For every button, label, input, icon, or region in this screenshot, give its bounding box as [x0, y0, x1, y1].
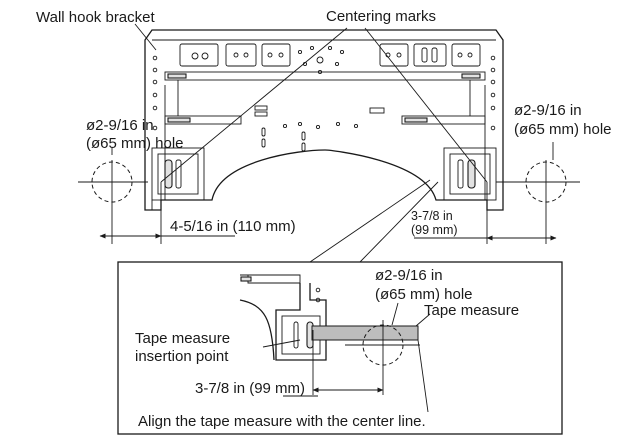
tape-measure-graphic	[311, 325, 419, 341]
label-tape-measure: Tape measure	[424, 302, 519, 319]
leader-wall-hook	[134, 23, 157, 51]
label-dimension-right-metric: (99 mm)	[411, 223, 458, 237]
leader-centering-left	[160, 27, 348, 183]
label-left-hole-metric: (ø65 mm) hole	[86, 135, 184, 152]
label-inset-dimension: 3-7/8 in (99 mm)	[195, 380, 305, 397]
label-inset-hole-size: ø2-9/16 in	[375, 267, 443, 284]
label-right-hole-metric: (ø65 mm) hole	[514, 121, 612, 138]
leader-centering-right	[364, 27, 488, 183]
label-right-hole-size: ø2-9/16 in	[514, 102, 582, 119]
label-insertion-line2: insertion point	[135, 348, 229, 365]
label-align-note: Align the tape measure with the center l…	[138, 413, 426, 430]
label-centering-marks: Centering marks	[326, 8, 436, 25]
label-dimension-right-imperial: 3-7/8 in	[411, 209, 453, 223]
wall-hook-bracket	[144, 29, 504, 211]
label-wall-hook-bracket: Wall hook bracket	[36, 9, 155, 26]
label-dimension-left: 4-5/16 in (110 mm)	[170, 218, 296, 235]
label-inset-hole-metric: (ø65 mm) hole	[375, 286, 473, 303]
label-insertion-line1: Tape measure	[135, 330, 230, 347]
right-hole	[496, 160, 580, 244]
label-left-hole-size: ø2-9/16 in	[86, 117, 154, 134]
detail-inset	[117, 261, 563, 435]
left-hole	[78, 160, 148, 244]
